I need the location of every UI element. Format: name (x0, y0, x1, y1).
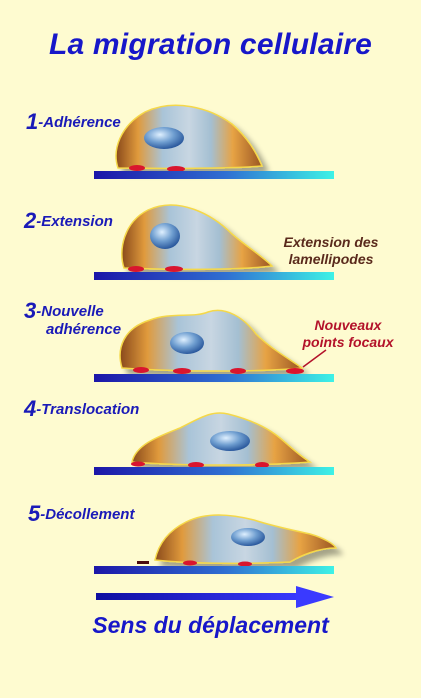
step-3-label: 3-Nouvelle adhérence (24, 300, 122, 339)
nucleus-4 (210, 431, 250, 451)
nucleus-1 (144, 127, 184, 149)
step-2-number: 2 (24, 208, 37, 233)
step-4-number: 4 (24, 396, 37, 421)
step-3-text-line2: adhérence (46, 321, 122, 338)
step-5-text: -Décollement (40, 506, 135, 523)
step-1-label: 1-Adhérence (26, 111, 121, 133)
step-5-label: 5-Décollement (28, 503, 135, 525)
step-3-text: -Nouvelle (36, 303, 104, 320)
focal-point (167, 166, 185, 172)
step-1-illustration (94, 104, 334, 179)
nucleus-2 (150, 223, 180, 249)
cell-3 (119, 309, 305, 372)
step-1-number: 1 (26, 109, 39, 134)
cell-1 (115, 104, 264, 170)
focal-point (129, 165, 145, 171)
focal-point (238, 561, 252, 567)
focal-point (230, 368, 246, 374)
substrate-3 (94, 374, 334, 382)
focal-point (255, 462, 269, 468)
extension-annotation: Extension des lamellipodes (272, 234, 390, 268)
focal-point (128, 266, 144, 272)
step-4-label: 4-Translocation (24, 398, 140, 420)
focal-pointer-line (302, 349, 327, 368)
step-5-number: 5 (28, 501, 41, 526)
direction-arrow (96, 586, 334, 608)
focal-remnant (137, 561, 149, 564)
step-5-illustration (94, 514, 338, 574)
nucleus-5 (231, 528, 265, 546)
focal-point (165, 266, 183, 272)
focal-points-annotation: Nouveaux points focaux (288, 317, 408, 351)
substrate-1 (94, 171, 334, 179)
focal-point (131, 461, 145, 467)
focal-point (173, 368, 191, 374)
focal-point (183, 560, 197, 566)
step-3-number: 3 (24, 298, 37, 323)
diagram-title: La migration cellulaire (48, 28, 373, 61)
cell-2 (121, 204, 274, 271)
focal-points-annotation-line1: Nouveaux (314, 317, 382, 333)
focal-point (188, 462, 204, 468)
step-2-text: -Extension (36, 213, 113, 230)
nucleus-3 (170, 332, 204, 354)
step-2-illustration (94, 204, 334, 280)
focal-points-annotation-line2: points focaux (302, 334, 394, 350)
extension-annotation-line1: Extension des (283, 234, 379, 250)
direction-label: Sens du déplacement (92, 612, 329, 638)
step-2-label: 2-Extension (24, 210, 113, 232)
substrate-4 (94, 467, 334, 475)
step-4-illustration (94, 412, 334, 475)
step-1-text: -Adhérence (38, 114, 121, 131)
step-4-text: -Translocation (36, 401, 140, 418)
focal-point (286, 368, 304, 374)
extension-annotation-line2: lamellipodes (288, 251, 374, 267)
step-3-illustration (94, 309, 334, 382)
substrate-2 (94, 272, 334, 280)
substrate-5 (94, 566, 334, 574)
focal-point (133, 367, 149, 373)
